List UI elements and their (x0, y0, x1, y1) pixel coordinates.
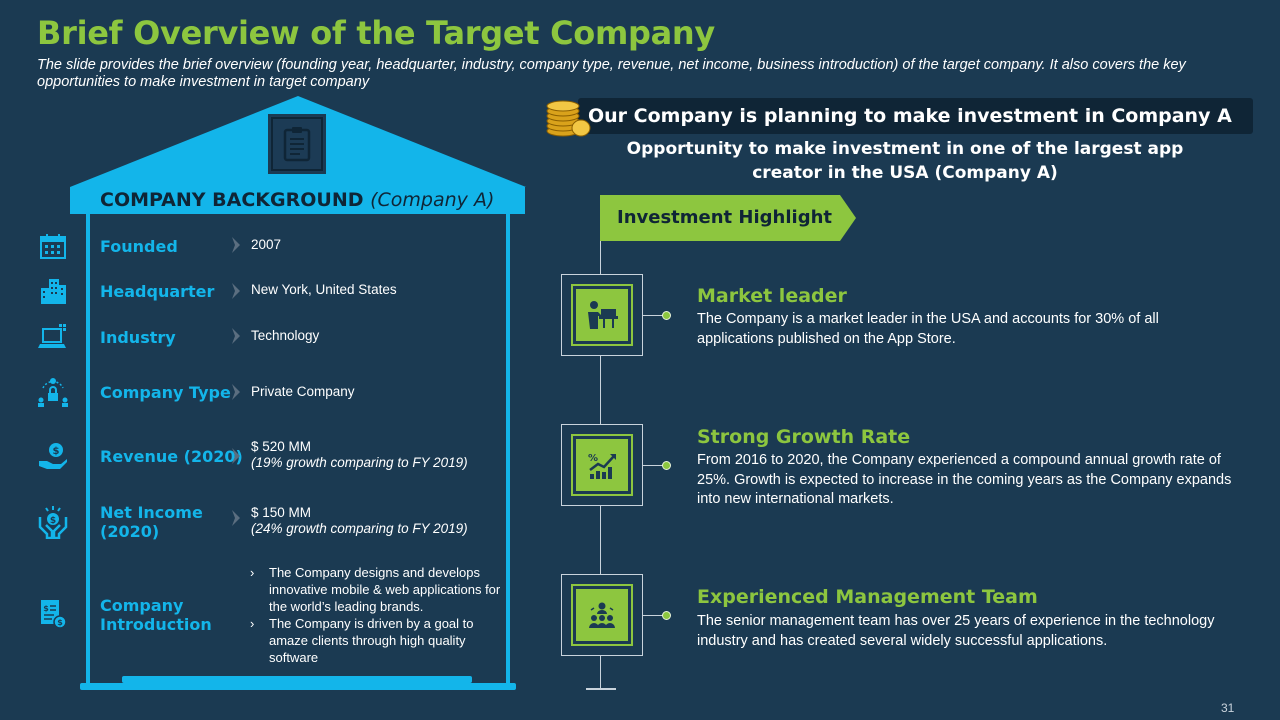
row-value-founded: 2007 (251, 237, 282, 252)
opportunity-text: Opportunity to make investment in one of… (626, 139, 1184, 183)
timeline-line (600, 506, 601, 574)
highlight-title-market-leader: Market leader (697, 285, 847, 307)
highlight-desc-growth-rate: From 2016 to 2020, the Company experienc… (697, 452, 1232, 507)
net-income-amount: $ 150 MM (251, 505, 312, 520)
heading-paren: (Company A) (370, 189, 495, 211)
row-value-revenue: $ 520 MM (19% growth comparing to FY 201… (251, 439, 468, 471)
company-introduction-list: › The Company designs and develops innov… (250, 564, 510, 666)
timeline-ground (586, 688, 616, 690)
row-label-founded: Founded (100, 237, 178, 256)
row-label-company-type: Company Type (100, 383, 231, 402)
revenue-amount: $ 520 MM (251, 439, 312, 454)
connector-dot (662, 461, 671, 470)
house-base (80, 683, 516, 690)
highlight-desc-market-leader: The Company is a market leader in the US… (697, 311, 1159, 347)
timeline-line (600, 356, 601, 424)
slide-title: Brief Overview of the Target Company (37, 14, 715, 52)
company-background-band (70, 187, 525, 214)
row-label-revenue: Revenue (2020) (100, 447, 243, 466)
list-item: › The Company designs and develops innov… (250, 564, 510, 615)
row-value-company-type: Private Company (251, 384, 355, 399)
timeline-line (600, 241, 601, 274)
page-number: 31 (1221, 701, 1235, 715)
calendar-icon (36, 229, 70, 263)
connector (643, 315, 665, 316)
row-label-industry: Industry (100, 328, 176, 347)
highlight-title-management-team: Experienced Management Team (697, 586, 1038, 608)
svg-text:$: $ (50, 516, 56, 526)
row-value-net-income: $ 150 MM (24% growth comparing to FY 201… (251, 505, 468, 537)
growth-chart-icon: % (561, 424, 643, 506)
intro-text-2: The Company is driven by a goal to amaze… (269, 616, 474, 665)
chevron-right-icon (232, 384, 240, 400)
net-income-growth-note: (24% growth comparing to FY 2019) (251, 521, 468, 536)
connector-dot (662, 311, 671, 320)
laptop-icon (36, 320, 70, 354)
row-label-headquarter: Headquarter (100, 282, 215, 301)
svg-text:%: % (588, 453, 598, 464)
highlight-desc-management-team: The senior management team has over 25 y… (697, 613, 1215, 649)
svg-text:$: $ (57, 618, 63, 627)
connector (643, 465, 665, 466)
slide-subtitle: The slide provides the brief overview (f… (37, 57, 1186, 90)
highlight-title-growth-rate: Strong Growth Rate (697, 426, 911, 448)
bullet-chevron-icon: › (250, 565, 255, 580)
chevron-right-icon (232, 448, 240, 464)
list-item: › The Company is driven by a goal to ama… (250, 615, 510, 666)
coin-stack-icon (546, 100, 591, 137)
timeline-line (600, 656, 601, 688)
house-step (122, 676, 472, 683)
chevron-right-icon (232, 510, 240, 526)
investment-highlight-label: Investment Highlight (617, 207, 832, 228)
connector (643, 615, 665, 616)
investment-banner (578, 98, 1253, 134)
investment-highlight-tag (600, 195, 856, 241)
house-wall-right (506, 214, 510, 686)
company-background-heading: COMPANY BACKGROUND (Company A) (100, 189, 494, 211)
document-dollar-icon: $$ (36, 597, 70, 631)
presenter-icon (561, 274, 643, 356)
connector-dot (662, 611, 671, 620)
house-wall-left (86, 214, 90, 686)
investment-banner-text: Our Company is planning to make investme… (588, 105, 1232, 127)
chevron-right-icon (232, 237, 240, 253)
hands-money-icon: $ (36, 505, 70, 539)
revenue-growth-note: (19% growth comparing to FY 2019) (251, 455, 468, 470)
heading-main: COMPANY BACKGROUND (100, 189, 364, 211)
row-value-industry: Technology (251, 328, 320, 343)
clipboard-icon (268, 114, 326, 174)
bullet-chevron-icon: › (250, 616, 255, 631)
team-icon (561, 574, 643, 656)
row-label-net-income: Net Income (2020) (100, 503, 203, 541)
chevron-right-icon (232, 283, 240, 299)
hand-dollar-icon: $ (36, 439, 70, 473)
buildings-icon (36, 274, 70, 308)
row-value-headquarter: New York, United States (251, 282, 397, 297)
intro-text-1: The Company designs and develops innovat… (269, 565, 501, 614)
row-label-company-introduction: Company Introduction (100, 596, 212, 634)
svg-text:$: $ (43, 604, 49, 613)
chevron-right-icon (232, 328, 240, 344)
svg-text:$: $ (53, 446, 60, 457)
org-lock-icon (36, 375, 70, 409)
